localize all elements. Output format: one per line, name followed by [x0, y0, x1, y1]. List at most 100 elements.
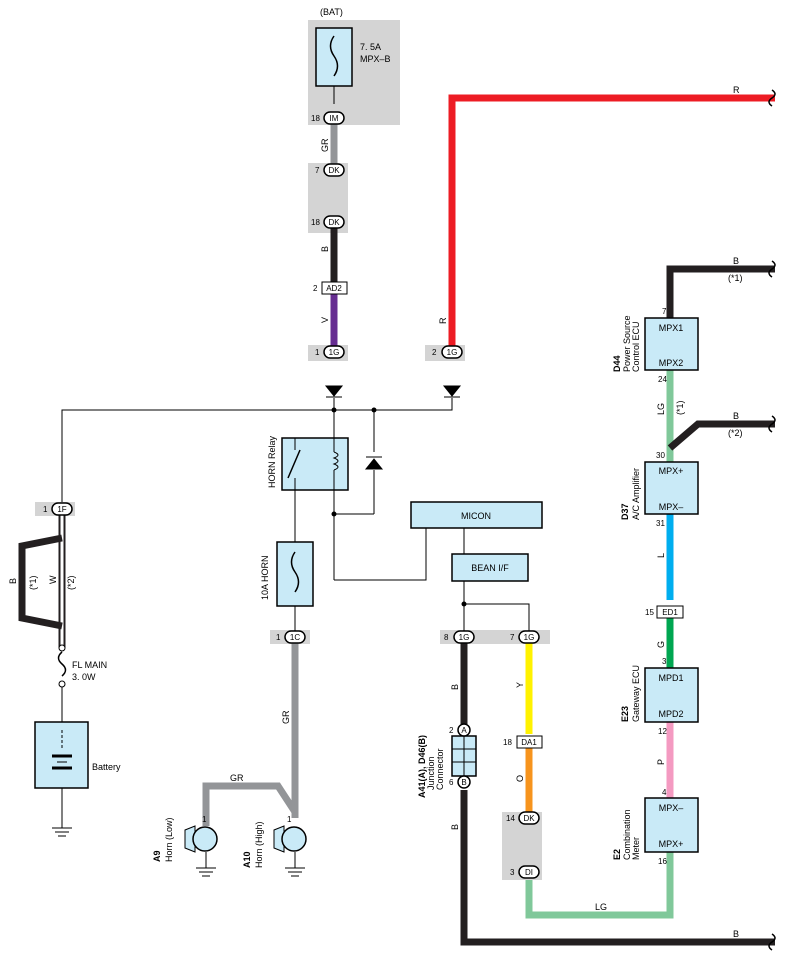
svg-text:DA1: DA1 [521, 738, 537, 747]
svg-text:1C: 1C [290, 633, 300, 642]
bean-label: BEAN I/F [471, 563, 509, 573]
fuse-mpx-name: MPX–B [360, 54, 391, 64]
micon-label: MICON [461, 511, 491, 521]
battery: Battery [34, 721, 121, 789]
connector-b: B [457, 775, 471, 789]
svg-text:P: P [656, 759, 666, 765]
d37-name1: A/C Amplifier [631, 468, 641, 520]
connector-dk-1: DK [323, 163, 345, 177]
svg-text:DK: DK [328, 166, 340, 175]
junction-connector: A41(A), D46(B) Junction Connector [417, 735, 477, 798]
wire-b-d44 [666, 265, 775, 318]
svg-text:7: 7 [315, 166, 320, 175]
svg-text:ED1: ED1 [662, 608, 678, 617]
fuse-horn: 10A HORN [260, 541, 314, 607]
svg-text:8: 8 [444, 633, 449, 642]
wire-r [448, 94, 775, 346]
d44-code: D44 [612, 355, 622, 372]
svg-text:B: B [450, 824, 460, 830]
svg-text:1: 1 [276, 633, 281, 642]
ecu-d44: MPX1 MPX2 D44 Power Source Control ECU [612, 315, 699, 372]
wire-b-left [18, 534, 63, 630]
svg-text:1G: 1G [459, 633, 470, 642]
horn-low-code: A9 [152, 850, 162, 862]
horn-relay: HORN Relay [267, 435, 349, 491]
horn-high-name: Horn (High) [254, 821, 264, 868]
connector-1g-b: 1G [441, 345, 463, 359]
svg-text:6: 6 [449, 778, 454, 787]
junction-dots [331, 407, 467, 607]
svg-text:24: 24 [658, 375, 667, 384]
e2-pin-bottom: MPX+ [659, 839, 684, 849]
svg-text:DI: DI [525, 868, 533, 877]
horn-low-name: Horn (Low) [164, 817, 174, 862]
svg-text:2: 2 [432, 348, 437, 357]
pin-numbers: 18 7 18 2 1 2 1 1 8 7 2 6 18 14 3 1 1 7 … [43, 114, 667, 877]
svg-text:1G: 1G [447, 348, 458, 357]
svg-text:GR: GR [320, 138, 330, 152]
d37-code: D37 [620, 503, 630, 520]
d44-pin-bottom: MPX2 [659, 358, 684, 368]
svg-text:B: B [8, 578, 18, 584]
svg-text:O: O [515, 775, 525, 782]
connector-a: A [457, 723, 471, 737]
fl-main-name: FL MAIN [72, 660, 107, 670]
svg-text:(*2): (*2) [66, 575, 76, 590]
svg-text:V: V [320, 317, 330, 323]
fuse-horn-label: 10A HORN [260, 555, 270, 600]
fuse-mpx-rating: 7. 5A [360, 42, 381, 52]
thin-lines [61, 398, 530, 868]
svg-text:30: 30 [656, 451, 665, 460]
wires [18, 94, 775, 946]
svg-text:1: 1 [43, 505, 48, 514]
svg-text:1: 1 [202, 815, 207, 824]
e23-pin-top: MPD1 [658, 673, 683, 683]
junction-code: A41(A), D46(B) [417, 735, 427, 798]
svg-text:31: 31 [656, 519, 665, 528]
svg-text:2: 2 [313, 284, 318, 293]
svg-text:1: 1 [315, 348, 320, 357]
svg-text:AD2: AD2 [326, 284, 342, 293]
svg-text:IM: IM [330, 114, 339, 123]
e2-pin-top: MPX– [659, 803, 684, 813]
svg-text:B: B [733, 929, 739, 939]
wire-b-branch-2 [667, 420, 775, 451]
e23-code: E23 [620, 706, 630, 722]
fusible-link: FL MAIN 3. 0W [57, 644, 107, 688]
svg-text:L: L [656, 553, 666, 558]
horn-low: A9 Horn (Low) [152, 817, 218, 862]
svg-text:(*2): (*2) [728, 428, 743, 438]
svg-text:18: 18 [311, 114, 320, 123]
svg-text:R: R [438, 317, 448, 324]
wire-gr-horn-low [202, 782, 298, 826]
connector-1g-c: 1G [453, 630, 475, 644]
svg-text:16: 16 [658, 857, 667, 866]
connector-da1: DA1 [516, 735, 543, 749]
connector-di: DI [518, 865, 540, 879]
d37-pin-bottom: MPX– [659, 502, 684, 512]
svg-text:12: 12 [658, 727, 667, 736]
connector-1g-d: 1G [518, 630, 540, 644]
svg-text:R: R [733, 85, 740, 95]
connector-im: IM [323, 111, 345, 125]
e23-pin-bottom: MPD2 [658, 709, 683, 719]
e2-name2: Meter [631, 837, 641, 860]
svg-text:LG: LG [656, 403, 666, 415]
svg-text:4: 4 [662, 788, 667, 797]
svg-text:(*1): (*1) [728, 273, 743, 283]
svg-text:3: 3 [662, 657, 667, 666]
svg-text:B: B [461, 778, 466, 787]
svg-text:1G: 1G [524, 633, 535, 642]
junction-name1: Junction [426, 756, 436, 790]
horn-high-code: A10 [242, 851, 252, 868]
svg-text:18: 18 [311, 218, 320, 227]
e23-name1: Gateway ECU [631, 665, 641, 722]
d44-pin-top: MPX1 [659, 323, 684, 333]
svg-text:B: B [733, 256, 739, 266]
connector-dk-2: DK [323, 215, 345, 229]
ecu-d37: MPX+ MPX– D37 A/C Amplifier [620, 461, 699, 520]
battery-label: Battery [92, 762, 121, 772]
svg-text:A: A [461, 726, 467, 735]
connector-rects: AD2 DA1 ED1 [321, 281, 684, 749]
svg-text:(*1): (*1) [28, 575, 38, 590]
